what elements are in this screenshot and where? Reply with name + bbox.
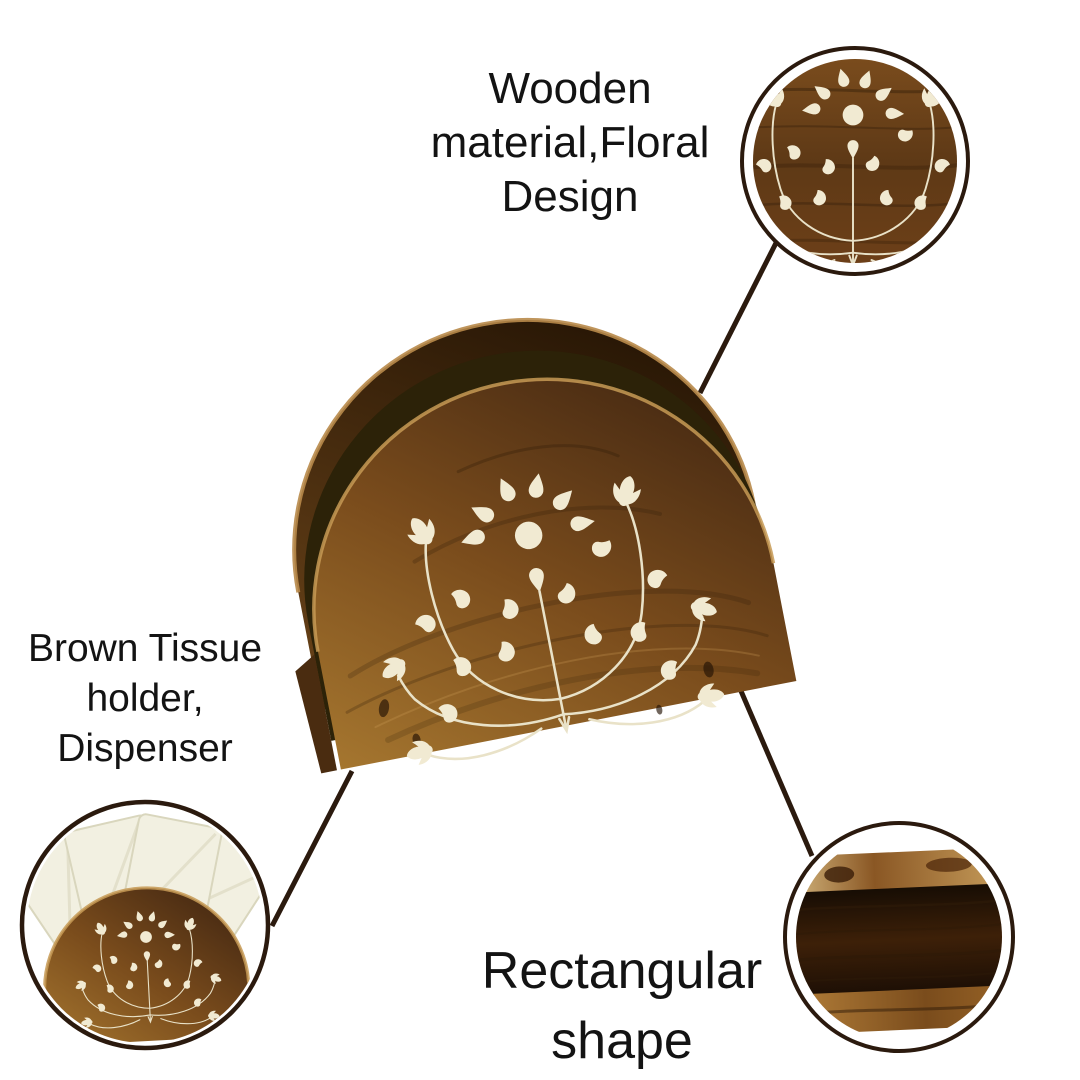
callout-brown-tissue-line1: Brown Tissue [27, 627, 263, 670]
callout-wooden-material-line2: material,Floral [430, 118, 710, 167]
callout-brown-tissue-line3: Dispenser [57, 727, 233, 770]
connector-line-top-right [697, 241, 779, 395]
callout-brown-tissue-line2: holder, [86, 677, 204, 720]
holder-front-panel [272, 337, 797, 782]
callout-brown-tissue-holder: Brown Tissue holder, Dispenser [0, 624, 290, 774]
callout-wooden-material: Wooden material,Floral Design [379, 62, 761, 224]
callout-rectangular-shape: Rectangular shape [448, 936, 796, 1076]
inset-floral-closeup [740, 46, 970, 276]
connector-line-bottom-right [738, 690, 815, 857]
callout-wooden-material-line1: Wooden [488, 64, 652, 113]
callout-rectangular-shape-line1: Rectangular [481, 942, 763, 1000]
callout-rectangular-shape-line2: shape [551, 1012, 693, 1070]
product-photo [252, 278, 797, 788]
connector-line-bottom-left [269, 769, 355, 928]
inset-base-closeup [783, 821, 1015, 1053]
inset-dispenser-closeup [19, 799, 271, 1051]
holder-left-edge [295, 654, 337, 774]
callout-wooden-material-line3: Design [501, 172, 639, 221]
